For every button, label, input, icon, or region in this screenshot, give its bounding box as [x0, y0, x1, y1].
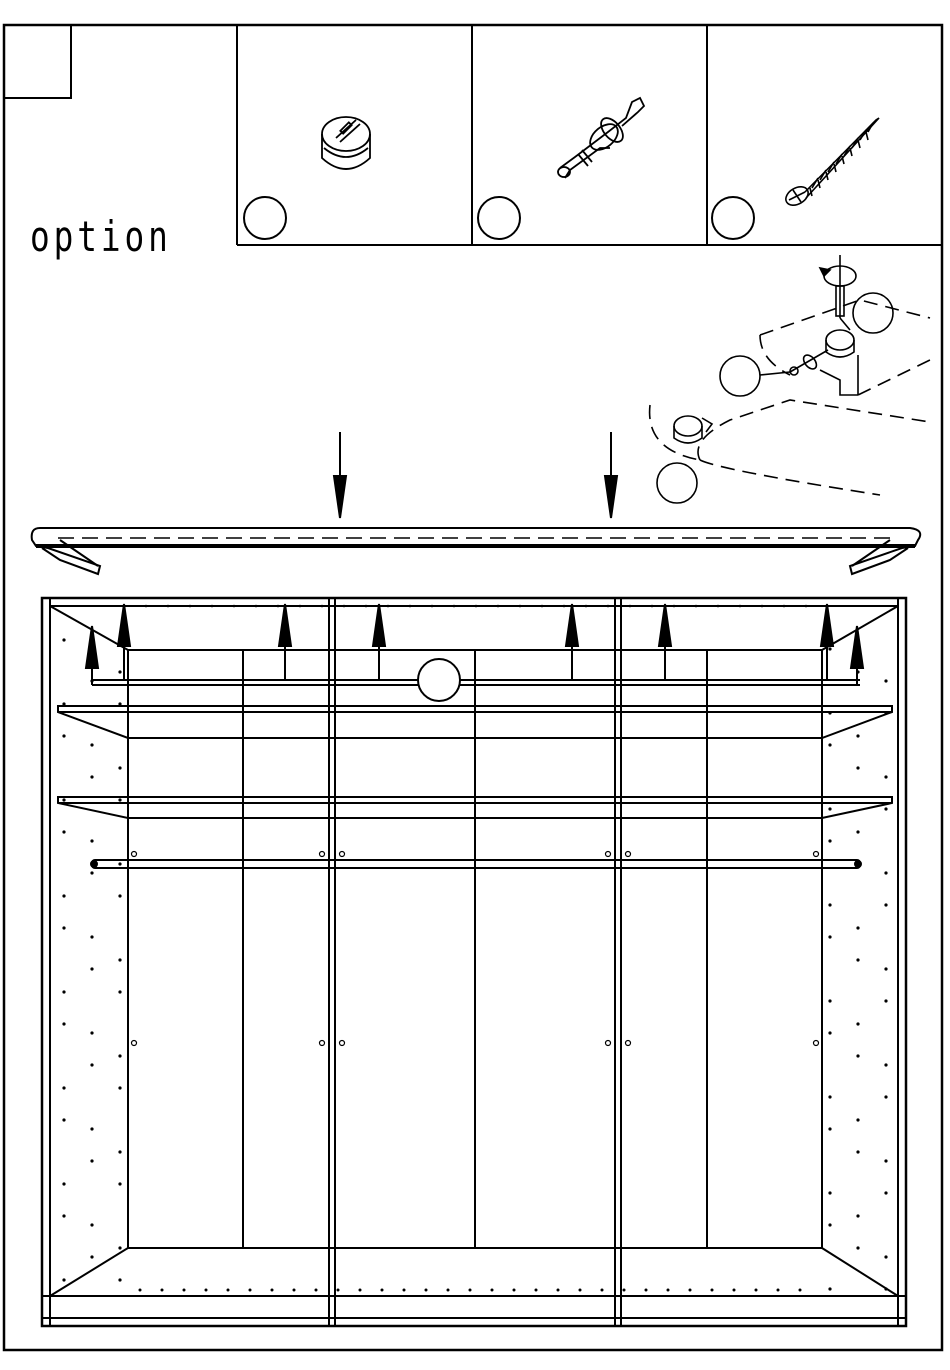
step-number-box: [4, 25, 71, 98]
main-callout: [418, 659, 460, 701]
detail-callout-2: [720, 356, 760, 396]
down-arrow-left: [334, 432, 346, 518]
cam-detail-view: [650, 255, 930, 503]
part-callout-screw: [712, 197, 754, 239]
screw-icon: [783, 118, 879, 209]
down-arrow-right: [605, 432, 617, 518]
part-callout-cam-bolt: [478, 197, 520, 239]
rotate-arrow-icon: [820, 266, 856, 286]
wardrobe-body: [42, 598, 906, 1326]
top-panel: [32, 528, 921, 574]
detail-callout-3: [657, 463, 697, 503]
cam-lock-icon: [322, 117, 370, 169]
part-callout-cam-lock: [244, 197, 286, 239]
option-label: option: [30, 212, 172, 261]
detail-callout-1: [853, 293, 893, 333]
parts-panel: [237, 25, 942, 245]
cam-bolt-icon: [558, 98, 644, 178]
